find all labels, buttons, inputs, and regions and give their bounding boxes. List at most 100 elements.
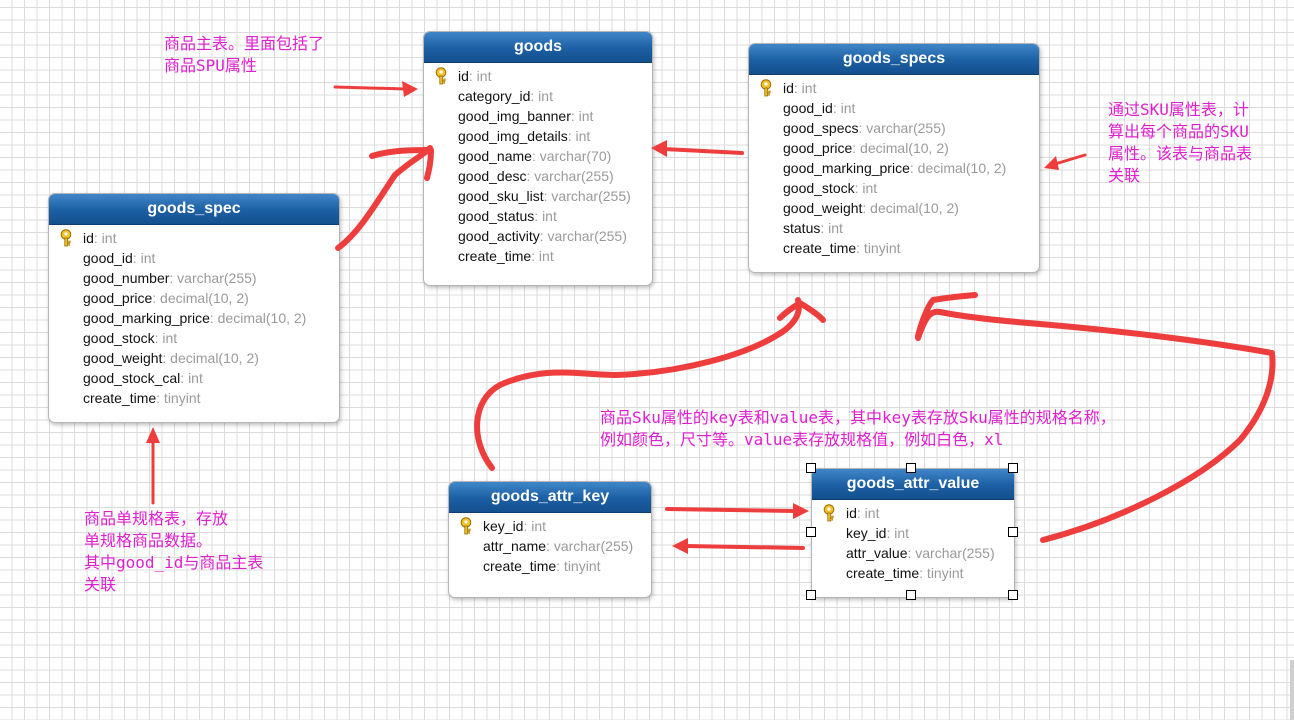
selection-handle-top-middle[interactable] bbox=[906, 463, 916, 473]
field-type: : decimal(10, 2) bbox=[852, 140, 949, 156]
field-row[interactable]: create_time: tinyint bbox=[749, 238, 1039, 258]
field-row[interactable]: good_desc: varchar(255) bbox=[424, 166, 652, 186]
field-row[interactable]: good_marking_price: decimal(10, 2) bbox=[749, 158, 1039, 178]
selection-handle-bottom-middle[interactable] bbox=[906, 590, 916, 600]
arrow-note-to-goods bbox=[333, 81, 418, 97]
field-type: : tinyint bbox=[156, 390, 201, 406]
selection-handle-middle-right[interactable] bbox=[1008, 527, 1018, 537]
arrow-spec-note-up bbox=[146, 427, 160, 505]
field-name: good_activity bbox=[458, 228, 540, 244]
table-header-goods-spec[interactable]: goods_spec bbox=[49, 194, 339, 225]
field-type: : decimal(10, 2) bbox=[162, 350, 259, 366]
field-name: attr_value bbox=[846, 545, 908, 561]
field-type: : decimal(10, 2) bbox=[152, 290, 249, 306]
field-row[interactable]: good_status: int bbox=[424, 206, 652, 226]
selection-handle-top-right[interactable] bbox=[1008, 463, 1018, 473]
field-type: : int bbox=[886, 525, 910, 541]
field-type: : int bbox=[567, 128, 591, 144]
field-row[interactable]: create_time: tinyint bbox=[49, 388, 339, 408]
field-row[interactable]: good_stock: int bbox=[49, 328, 339, 348]
field-name: status bbox=[783, 220, 821, 236]
field-row[interactable]: good_specs: varchar(255) bbox=[749, 118, 1039, 138]
field-row[interactable]: good_id: int bbox=[49, 248, 339, 268]
field-name: attr_name bbox=[483, 538, 547, 554]
field-type: : int bbox=[531, 248, 554, 264]
note-attr-tables: 商品Sku属性的key表和value表，其中key表存放Sku属性的规格名称， … bbox=[600, 408, 1116, 449]
field-row[interactable]: good_img_details: int bbox=[424, 126, 652, 146]
field-row[interactable]: category_id: int bbox=[424, 86, 652, 106]
field-row[interactable]: id: int bbox=[812, 503, 1014, 523]
field-row[interactable]: good_number: varchar(255) bbox=[49, 268, 339, 288]
field-row[interactable]: good_price: decimal(10, 2) bbox=[49, 288, 339, 308]
field-type: : tinyint bbox=[556, 558, 601, 574]
field-row[interactable]: good_weight: decimal(10, 2) bbox=[749, 198, 1039, 218]
field-row[interactable]: id: int bbox=[424, 66, 652, 86]
field-row[interactable]: attr_name: varchar(255) bbox=[449, 536, 651, 556]
table-header-goods-attr-key[interactable]: goods_attr_key bbox=[449, 482, 651, 513]
field-row[interactable]: good_stock: int bbox=[749, 178, 1039, 198]
selection-handle-top-left[interactable] bbox=[806, 463, 816, 473]
field-name: good_stock bbox=[83, 330, 155, 346]
field-type: : int bbox=[154, 330, 178, 346]
field-row[interactable]: key_id: int bbox=[812, 523, 1014, 543]
field-type: : int bbox=[856, 505, 880, 521]
field-row[interactable]: good_img_banner: int bbox=[424, 106, 652, 126]
note-goods-spec: 商品单规格表，存放 单规格商品数据。 其中good_id与商品主表 关联 bbox=[84, 509, 264, 594]
field-row[interactable]: good_weight: decimal(10, 2) bbox=[49, 348, 339, 368]
field-name: good_weight bbox=[83, 350, 163, 366]
field-type: : int bbox=[793, 80, 817, 96]
field-row[interactable]: status: int bbox=[749, 218, 1039, 238]
field-type: : varchar(255) bbox=[543, 188, 631, 204]
selection-handle-middle-left[interactable] bbox=[806, 527, 816, 537]
selection-handle-bottom-left[interactable] bbox=[806, 590, 816, 600]
arrow-goods-specs-to-goods bbox=[651, 140, 744, 157]
field-row[interactable]: id: int bbox=[749, 78, 1039, 98]
field-row[interactable]: key_id: int bbox=[449, 516, 651, 536]
field-name: good_id bbox=[83, 250, 133, 266]
field-row[interactable]: good_id: int bbox=[749, 98, 1039, 118]
field-row[interactable]: id: int bbox=[49, 228, 339, 248]
field-name: create_time bbox=[483, 558, 557, 574]
field-row[interactable]: attr_value: varchar(255) bbox=[812, 543, 1014, 563]
field-type: : varchar(255) bbox=[169, 270, 257, 286]
selection-handle-bottom-right[interactable] bbox=[1008, 590, 1018, 600]
field-name: good_marking_price bbox=[83, 310, 210, 326]
field-type: : int bbox=[468, 68, 492, 84]
field-name: good_id bbox=[783, 100, 833, 116]
field-type: : int bbox=[132, 250, 156, 266]
field-type: : int bbox=[523, 518, 547, 534]
field-row[interactable]: good_marking_price: decimal(10, 2) bbox=[49, 308, 339, 328]
field-type: : int bbox=[530, 88, 553, 104]
table-header-goods[interactable]: goods bbox=[424, 32, 652, 63]
field-row[interactable]: good_activity: varchar(255) bbox=[424, 226, 652, 246]
field-type: : varchar(255) bbox=[526, 168, 614, 184]
arrow-goods-spec-to-goods bbox=[335, 145, 434, 251]
table-header-goods-specs[interactable]: goods_specs bbox=[749, 44, 1039, 75]
field-row[interactable]: good_sku_list: varchar(255) bbox=[424, 186, 652, 206]
field-row[interactable]: create_time: tinyint bbox=[812, 563, 1014, 583]
field-name: create_time bbox=[783, 240, 857, 256]
primary-key-icon bbox=[759, 79, 773, 97]
scrollbar-fragment[interactable] bbox=[1290, 660, 1294, 720]
arrow-attr-key-to-attr-value bbox=[665, 503, 809, 519]
field-name: key_id bbox=[483, 518, 524, 534]
field-row[interactable]: good_name: varchar(70) bbox=[424, 146, 652, 166]
primary-key-icon bbox=[434, 67, 448, 85]
field-type: : int bbox=[180, 370, 203, 386]
field-type: : decimal(10, 2) bbox=[209, 310, 307, 326]
field-row[interactable]: good_price: decimal(10, 2) bbox=[749, 138, 1039, 158]
field-row[interactable]: create_time: tinyint bbox=[449, 556, 651, 576]
field-type: : varchar(255) bbox=[907, 545, 995, 561]
field-row[interactable]: good_stock_cal: int bbox=[49, 368, 339, 388]
field-row[interactable]: create_time: int bbox=[424, 246, 652, 266]
table-header-goods-attr-value[interactable]: goods_attr_value bbox=[812, 469, 1014, 500]
